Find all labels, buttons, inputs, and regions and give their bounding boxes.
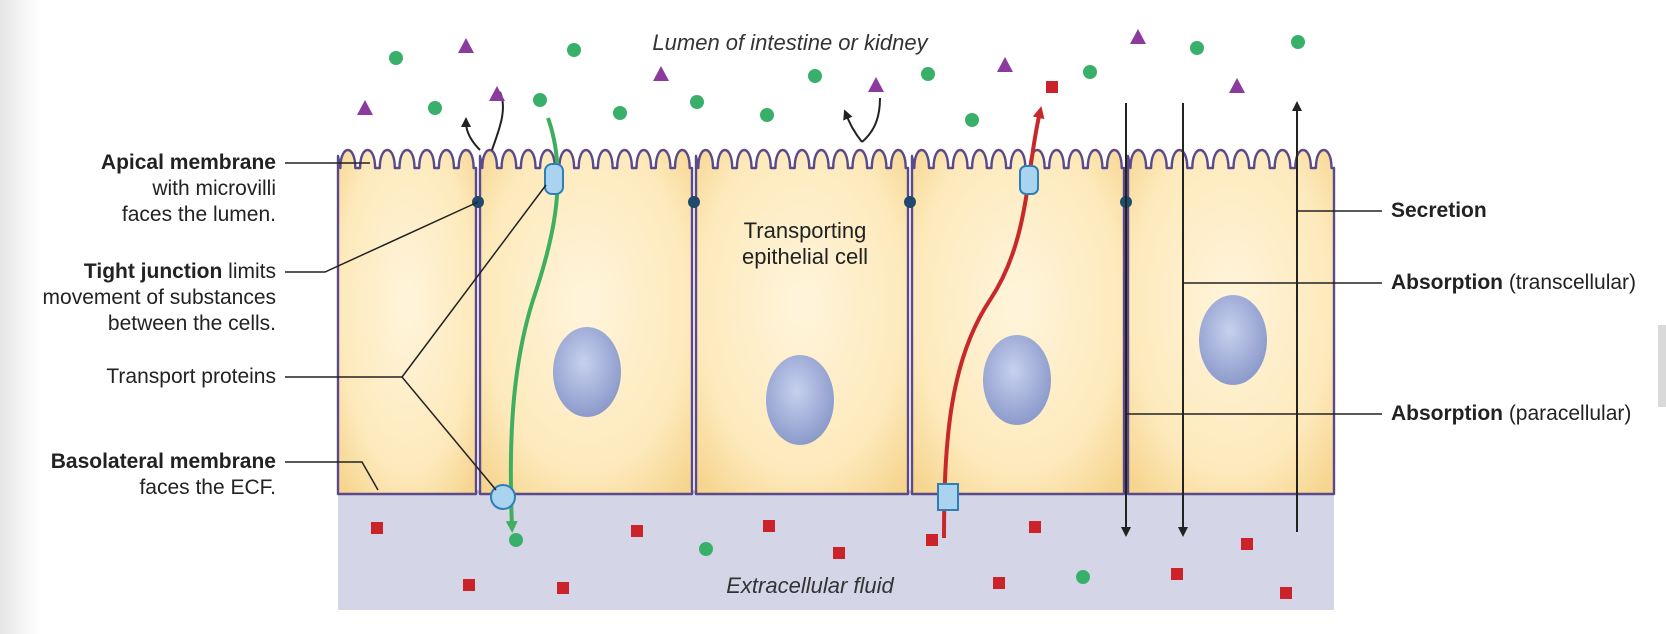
tight-junction-title: Tight junction — [83, 260, 223, 283]
transport-leader-branch — [401, 184, 547, 378]
transcellular-label: Absorption (transcellular) — [1391, 270, 1657, 296]
triangle-molecule-icon — [1130, 29, 1146, 44]
paracellular-rest: (paracellular) — [1502, 402, 1632, 425]
transport-protein — [490, 484, 516, 510]
cell-label-line1: Transporting — [743, 218, 867, 243]
triangle-molecule-icon — [653, 66, 669, 81]
square-molecule-icon — [1280, 587, 1292, 599]
apical-line-1: with microvilli — [152, 177, 276, 200]
circle-molecule-icon — [690, 95, 704, 109]
cell-label: Transporting epithelial cell — [700, 218, 910, 270]
circle-molecule-icon — [509, 533, 523, 547]
triangle-molecule-icon — [489, 86, 505, 101]
apical-membrane-title: Apical membrane — [100, 151, 276, 174]
tight-junction-line-1: movement of substances — [42, 286, 276, 309]
triangle-molecule-icon — [357, 100, 373, 115]
tight-junction-label: Tight junction limits movement of substa… — [0, 259, 276, 337]
reflected-molecule-arrow — [861, 97, 881, 143]
circle-molecule-icon — [567, 43, 581, 57]
reflected-molecule-arrow — [843, 109, 863, 143]
circle-molecule-icon — [699, 542, 713, 556]
circle-molecule-icon — [533, 93, 547, 107]
apical-membrane-label: Apical membrane with microvilli faces th… — [0, 150, 276, 228]
transcellular-rest: (transcellular) — [1502, 271, 1637, 294]
transport-protein — [544, 163, 564, 195]
square-molecule-icon — [993, 577, 1005, 589]
transport-protein — [937, 483, 959, 511]
reflected-molecule-arrow — [461, 117, 481, 151]
nucleus — [766, 355, 834, 445]
transport-leader-branch — [401, 376, 497, 491]
circle-molecule-icon — [1083, 65, 1097, 79]
secretion-title: Secretion — [1391, 199, 1487, 222]
epithelial-cell — [694, 148, 910, 496]
square-molecule-icon — [1046, 81, 1058, 93]
triangle-molecule-icon — [458, 38, 474, 53]
square-molecule-icon — [1241, 538, 1253, 550]
nucleus — [553, 327, 621, 417]
circle-molecule-icon — [1291, 35, 1305, 49]
molecule-layer — [357, 29, 1305, 599]
basolateral-line-1: faces the ECF. — [139, 476, 276, 499]
circle-molecule-icon — [1190, 41, 1204, 55]
square-molecule-icon — [631, 525, 643, 537]
square-molecule-icon — [371, 522, 383, 534]
apical-line-2: faces the lumen. — [121, 203, 276, 226]
circle-molecule-icon — [389, 51, 403, 65]
square-molecule-icon — [463, 579, 475, 591]
circle-molecule-icon — [965, 113, 979, 127]
circle-molecule-icon — [921, 67, 935, 81]
circle-molecule-icon — [760, 108, 774, 122]
nucleus — [983, 335, 1051, 425]
circle-molecule-icon — [428, 101, 442, 115]
tight-junctions — [472, 196, 1132, 208]
transport-proteins-label: Transport proteins — [106, 365, 276, 388]
cells-layer — [336, 148, 1336, 496]
epithelial-cell — [336, 148, 478, 496]
lumen-label: Lumen of intestine or kidney — [652, 30, 928, 55]
transport-protein — [1019, 165, 1039, 195]
transcellular-title: Absorption — [1391, 271, 1503, 294]
ecf-label: Extracellular fluid — [726, 573, 894, 598]
square-molecule-icon — [1029, 521, 1041, 533]
paracellular-label: Absorption (paracellular) — [1391, 401, 1657, 427]
right-edge-fragment — [1658, 325, 1666, 407]
square-molecule-icon — [833, 547, 845, 559]
nucleus — [1199, 295, 1267, 385]
circle-molecule-icon — [1076, 570, 1090, 584]
epithelial-cell — [478, 148, 694, 496]
triangle-molecule-icon — [868, 77, 884, 92]
epithelial-cell — [910, 148, 1126, 496]
tight-junction-dot — [688, 196, 700, 208]
square-molecule-icon — [763, 520, 775, 532]
tight-junction-leader — [285, 201, 479, 273]
cell-label-line2: epithelial cell — [742, 244, 868, 269]
left-edge-shadow — [0, 0, 40, 634]
circle-molecule-icon — [808, 69, 822, 83]
square-molecule-icon — [926, 534, 938, 546]
tight-junction-line-2: between the cells. — [107, 312, 276, 335]
tight-junction-suffix: limits — [222, 260, 276, 283]
basolateral-membrane-label: Basolateral membrane faces the ECF. — [0, 449, 276, 501]
triangle-molecule-icon — [1229, 78, 1245, 93]
basolateral-leader — [285, 461, 379, 491]
square-molecule-icon — [1171, 568, 1183, 580]
triangle-molecule-icon — [997, 57, 1013, 72]
basolateral-membrane-title: Basolateral membrane — [50, 450, 276, 473]
tight-junction-dot — [904, 196, 916, 208]
secretion-label: Secretion — [1391, 198, 1487, 224]
circle-molecule-icon — [613, 106, 627, 120]
paracellular-title: Absorption — [1391, 402, 1503, 425]
square-molecule-icon — [557, 582, 569, 594]
